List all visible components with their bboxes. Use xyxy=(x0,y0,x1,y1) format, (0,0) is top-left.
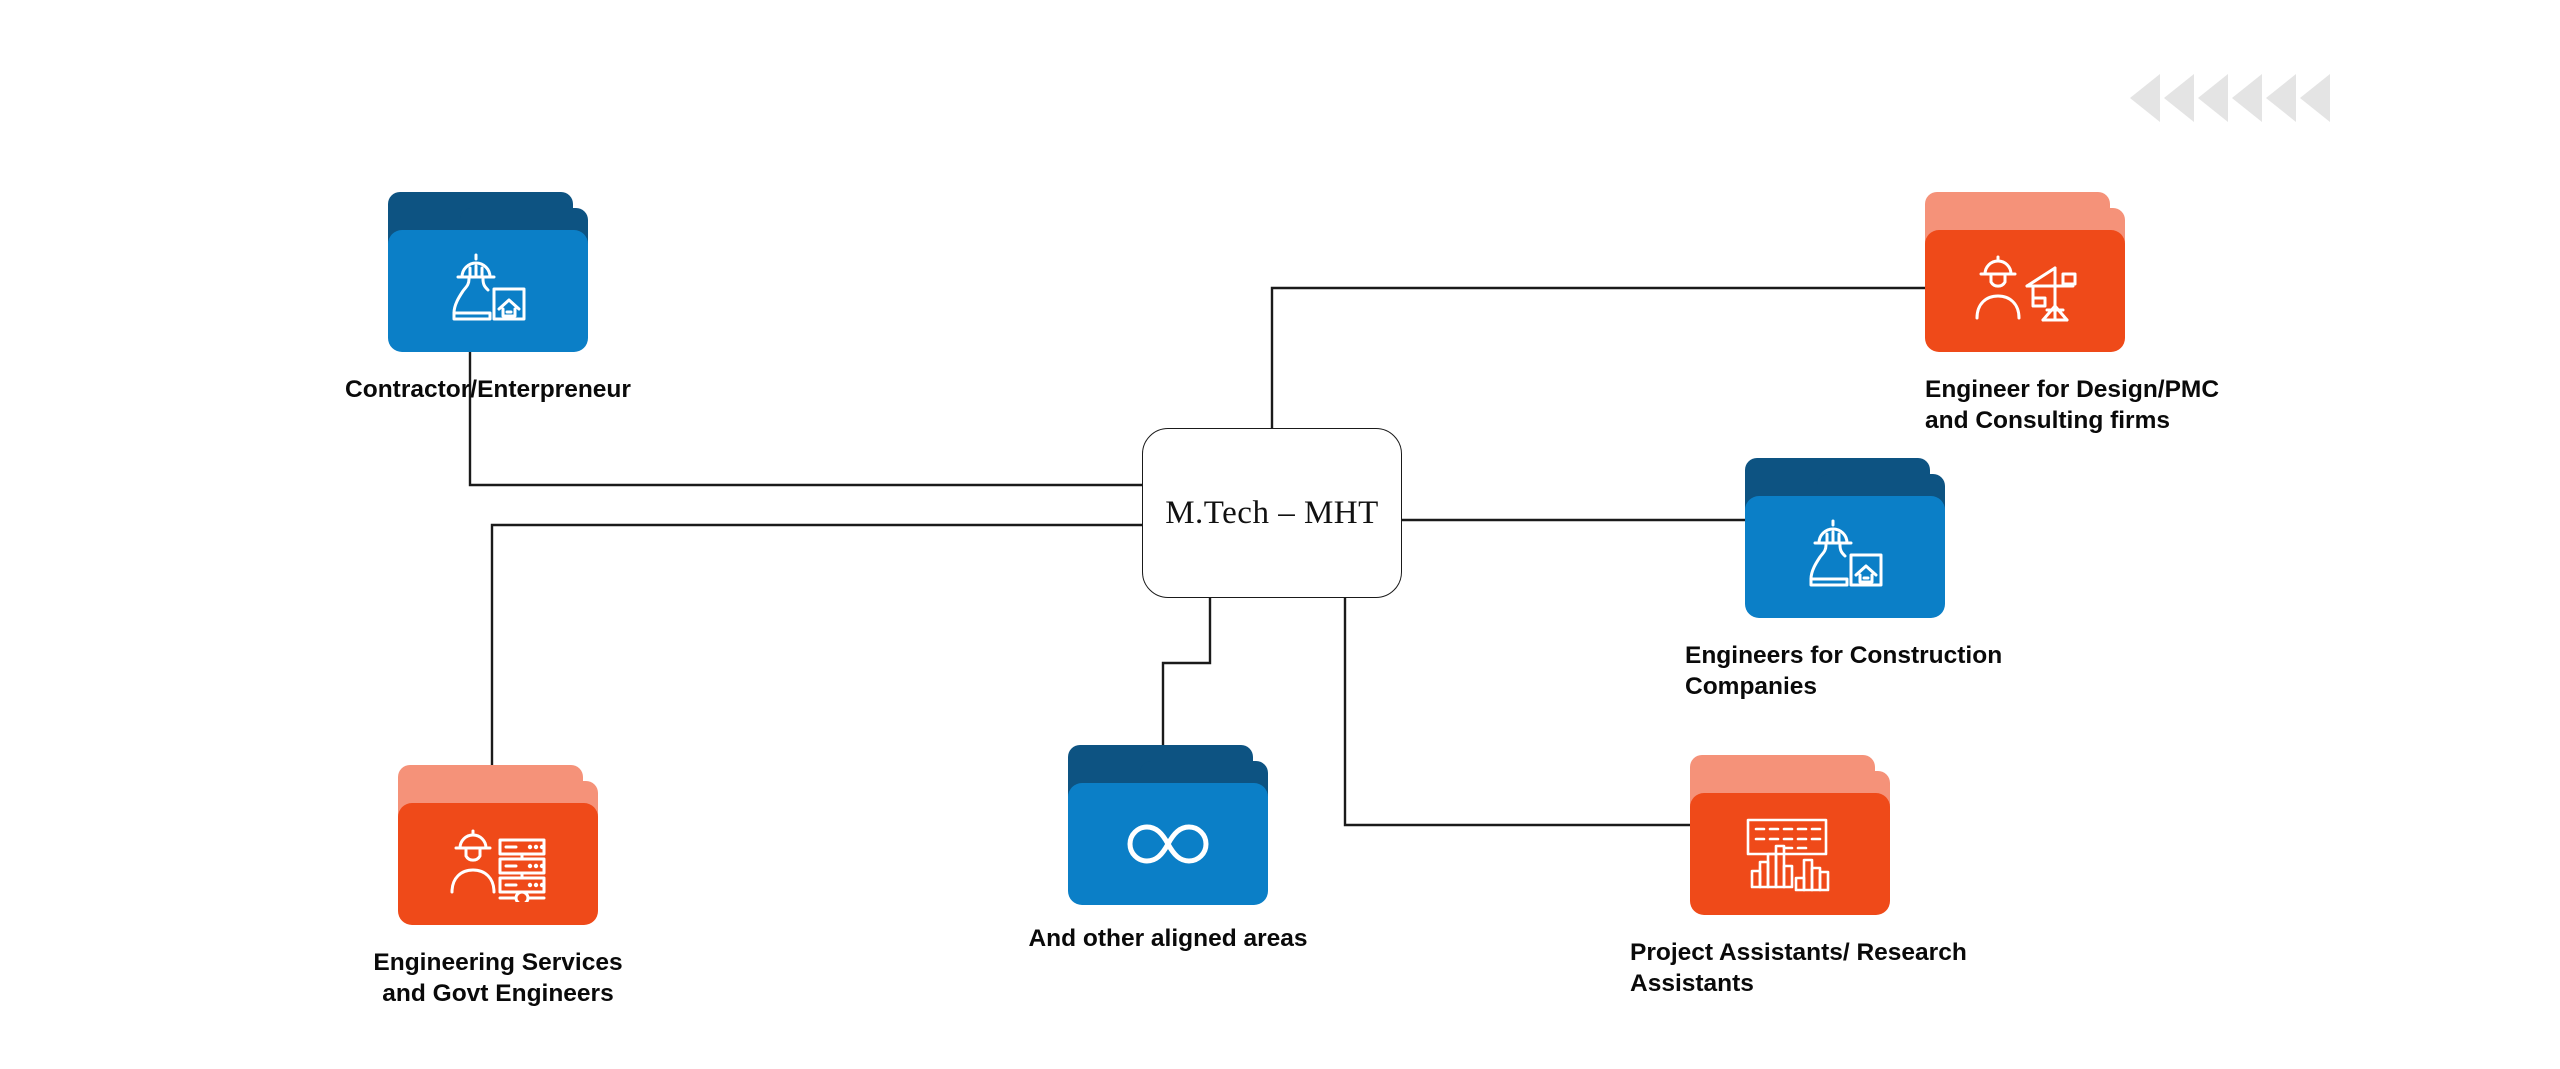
connector-to-research-assistants xyxy=(1343,596,1690,827)
folder-icon-blue xyxy=(388,192,588,352)
node-design-pmc[interactable]: Engineer for Design/PMC and Consulting f… xyxy=(1925,192,2219,434)
worker-server-icon xyxy=(398,803,598,925)
node-other-areas[interactable]: And other aligned areas xyxy=(1028,745,1308,952)
folder-icon-orange xyxy=(398,765,598,925)
research-chart-icon xyxy=(1690,793,1890,915)
node-label-other-areas: And other aligned areas xyxy=(1028,925,1308,952)
folder-icon-blue xyxy=(1068,745,1268,905)
folder-body xyxy=(398,803,598,925)
worker-blueprint-icon xyxy=(1745,496,1945,618)
folder-icon-orange xyxy=(1690,755,1890,915)
node-label-design-pmc: Engineer for Design/PMC and Consulting f… xyxy=(1925,376,2220,435)
triangle-left-icon xyxy=(2164,74,2194,122)
connector-to-engineering-services xyxy=(490,523,1142,790)
node-construction-companies[interactable]: Engineers for Construction Companies xyxy=(1685,458,2002,700)
node-contractor[interactable]: Contractor/Enterpreneur xyxy=(345,192,631,403)
connector-to-contractor xyxy=(468,345,1142,487)
folder-icon-orange xyxy=(1925,192,2125,352)
center-node-label: M.Tech – MHT xyxy=(1165,494,1379,531)
connector-to-design-pmc xyxy=(1270,286,1930,430)
node-label-research-assistants: Project Assistants/ Research Assistants xyxy=(1630,939,1967,998)
node-label-construction-companies: Engineers for Construction Companies xyxy=(1685,642,2003,701)
worker-crane-icon xyxy=(1925,230,2125,352)
node-research-assistants[interactable]: Project Assistants/ Research Assistants xyxy=(1630,755,1967,997)
triangle-left-icon xyxy=(2266,74,2296,122)
triangle-left-icon xyxy=(2232,74,2262,122)
node-label-contractor: Contractor/Enterpreneur xyxy=(345,376,631,403)
decorative-arrow-strip xyxy=(2130,74,2330,122)
triangle-left-icon xyxy=(2130,74,2160,122)
node-label-engineering-services: Engineering Services and Govt Engineers xyxy=(373,949,623,1008)
center-node[interactable]: M.Tech – MHT xyxy=(1142,428,1402,598)
worker-blueprint-icon xyxy=(388,230,588,352)
triangle-left-icon xyxy=(2300,74,2330,122)
folder-icon-blue xyxy=(1745,458,1945,618)
triangle-left-icon xyxy=(2198,74,2228,122)
node-engineering-services[interactable]: Engineering Services and Govt Engineers xyxy=(373,765,623,1007)
infinity-icon xyxy=(1068,783,1268,905)
folder-body xyxy=(1925,230,2125,352)
